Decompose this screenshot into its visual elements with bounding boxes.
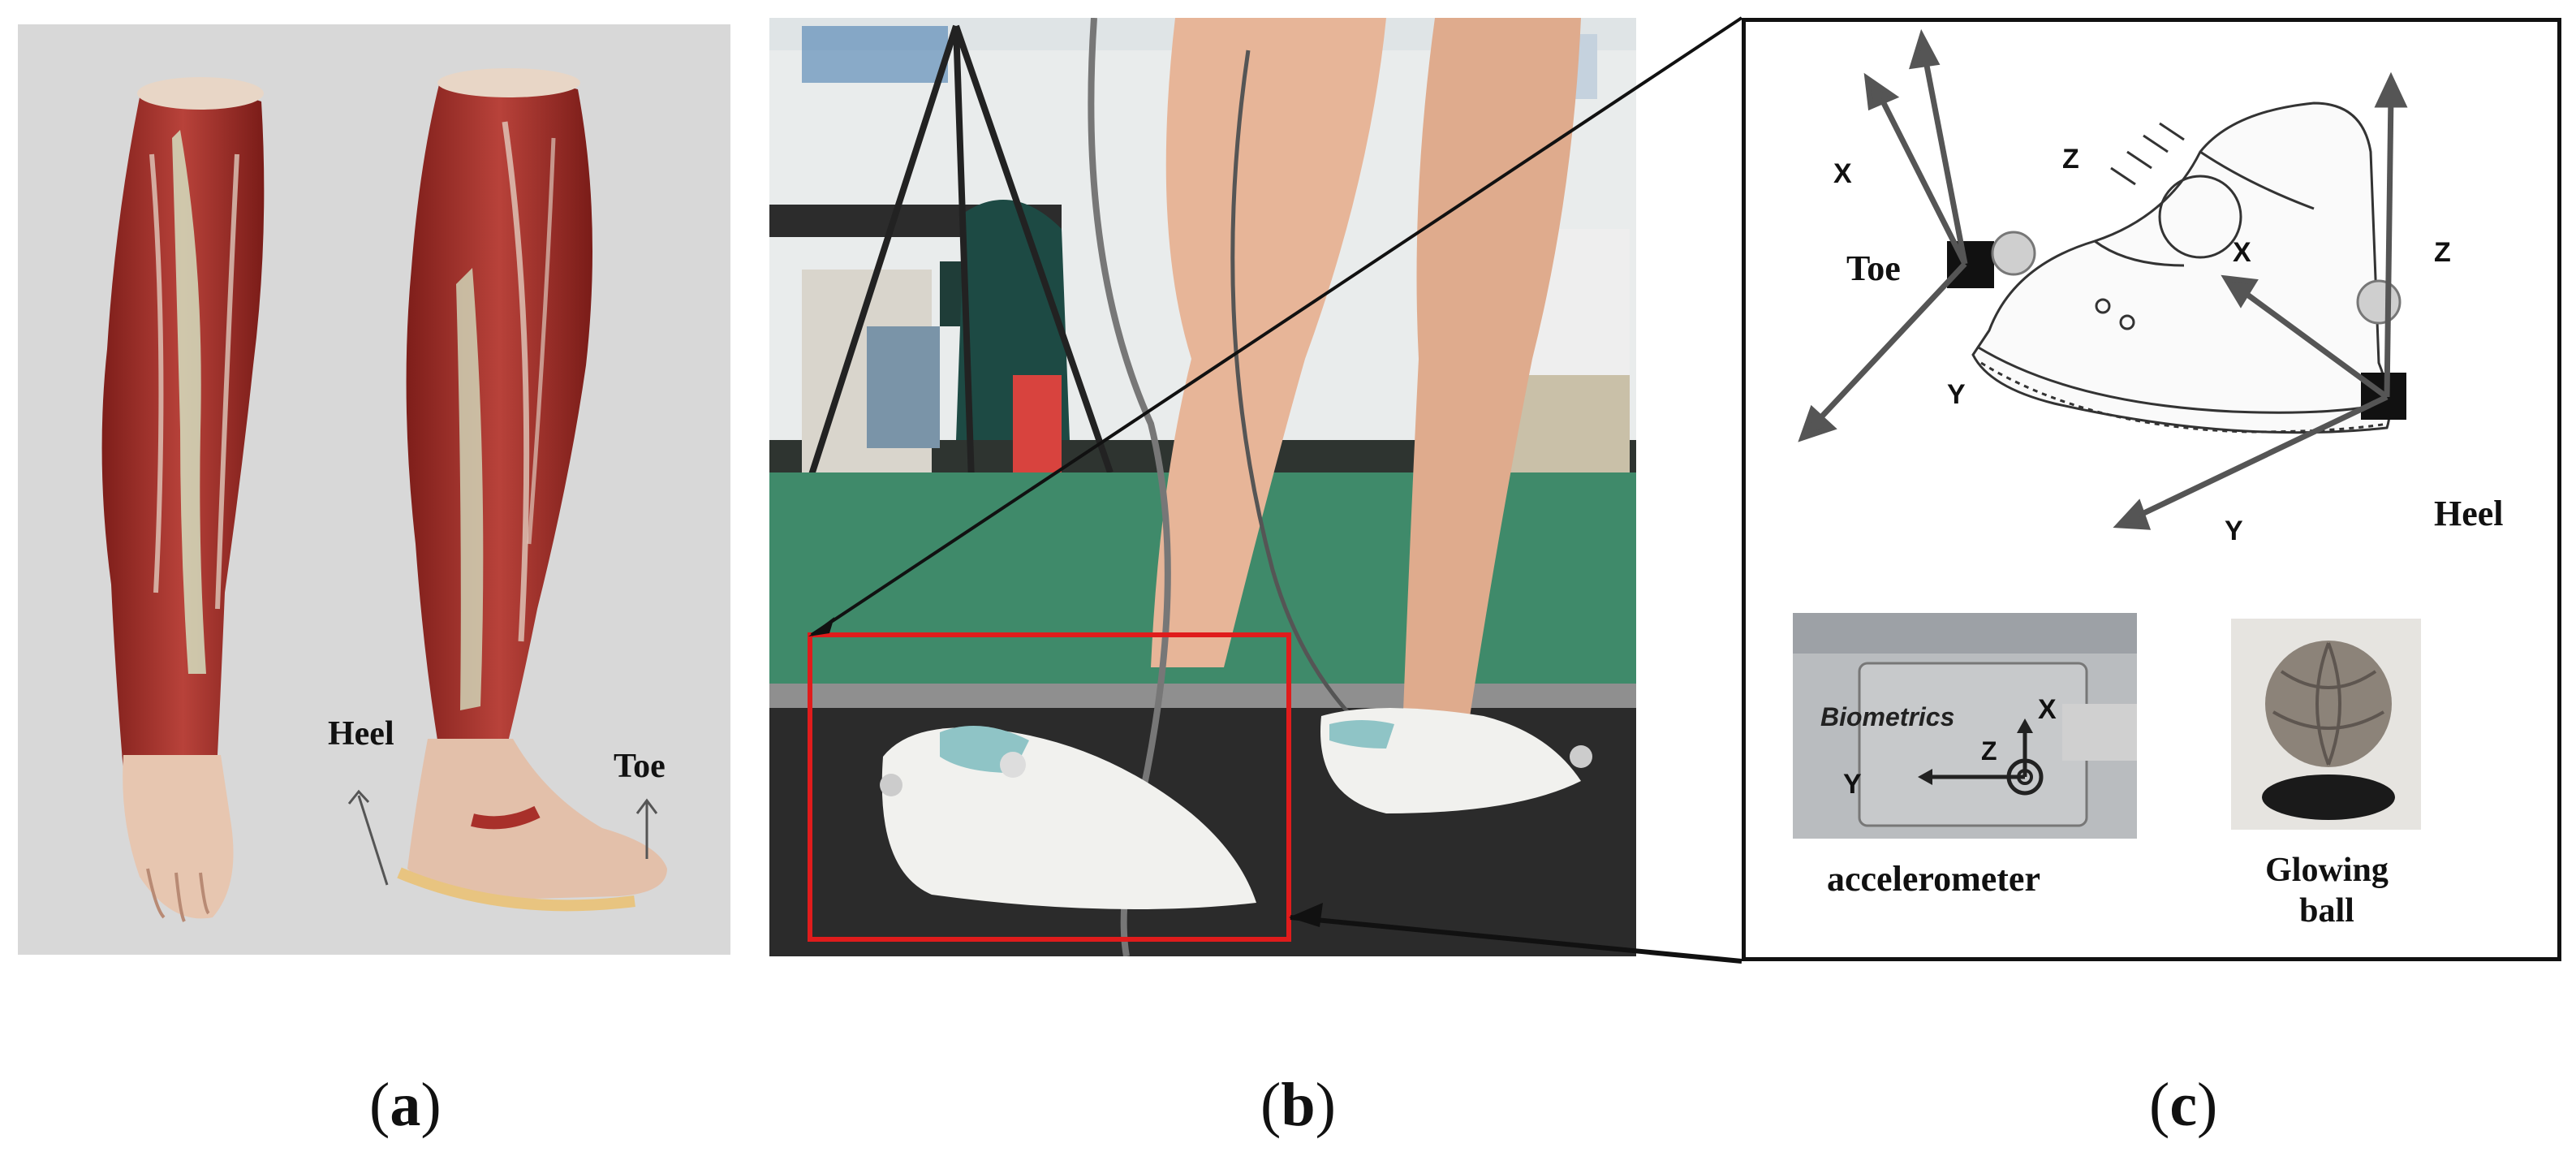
- caption-b-close: ): [1315, 1071, 1336, 1139]
- leg-side-view: [397, 68, 667, 912]
- caption-b-letter: b: [1281, 1071, 1316, 1139]
- panel-c-caption: (c): [2149, 1070, 2217, 1141]
- toe-y-axis-label: Y: [1947, 379, 1966, 410]
- glowing-ball-label: Glowing ball: [2246, 850, 2408, 931]
- accelerometer-label: accelerometer: [1827, 859, 2040, 899]
- sensor-z-label: Z: [1981, 736, 1997, 766]
- heel-z-axis-label: Z: [2434, 237, 2451, 268]
- panel-b-caption: (b): [1260, 1070, 1336, 1141]
- toe-x-axis-label: X: [1833, 158, 1852, 189]
- toe-label: Toe: [614, 748, 666, 785]
- caption-a-letter: a: [390, 1071, 421, 1139]
- sneaker-outline: [1971, 101, 2391, 434]
- shoe-sensor-diagram: [1793, 28, 2421, 839]
- leg-anatomy-illustration: [101, 68, 667, 922]
- toe-marker-ball: [1991, 231, 2036, 276]
- shoe-highlight-box: [808, 632, 1291, 942]
- leg-front-view: [101, 77, 265, 922]
- toe-z-axis-label: Z: [2062, 144, 2079, 175]
- heel-x-axis-label: X: [2233, 237, 2251, 268]
- glowing-ball-label-line1: Glowing: [2265, 852, 2389, 889]
- toe-sensor-label: Toe: [1846, 248, 1901, 288]
- accelerometer-photo: [1793, 613, 2137, 839]
- caption-c-close: ): [2197, 1071, 2218, 1139]
- caption-c-letter: c: [2169, 1071, 2198, 1139]
- caption-a-close: ): [420, 1071, 442, 1139]
- heel-y-axis-label: Y: [2225, 516, 2243, 546]
- glowing-ball-photo: [2231, 619, 2421, 830]
- sensor-x-label: X: [2038, 694, 2057, 725]
- heel-sensor-label: Heel: [2434, 494, 2504, 533]
- leg-anatomy-panel: Heel Toe: [18, 24, 730, 955]
- treadmill-photo-panel: [769, 18, 1636, 956]
- caption-c-open: (: [2149, 1071, 2170, 1139]
- glowing-ball-label-line2: ball: [2299, 892, 2354, 930]
- sensor-y-label: Y: [1843, 769, 1862, 800]
- panel-a-caption: (a): [369, 1070, 442, 1141]
- heel-arrow: [357, 795, 389, 886]
- sensor-brand-label: Biometrics: [1820, 702, 1955, 731]
- sensor-schematic-panel: X Z Y X Z Y Toe Heel Biometrics X Z Y ac…: [1742, 18, 2561, 961]
- treadmill-photo: [769, 18, 1636, 956]
- heel-label: Heel: [328, 715, 394, 753]
- caption-a-open: (: [369, 1071, 390, 1139]
- caption-b-open: (: [1260, 1071, 1282, 1139]
